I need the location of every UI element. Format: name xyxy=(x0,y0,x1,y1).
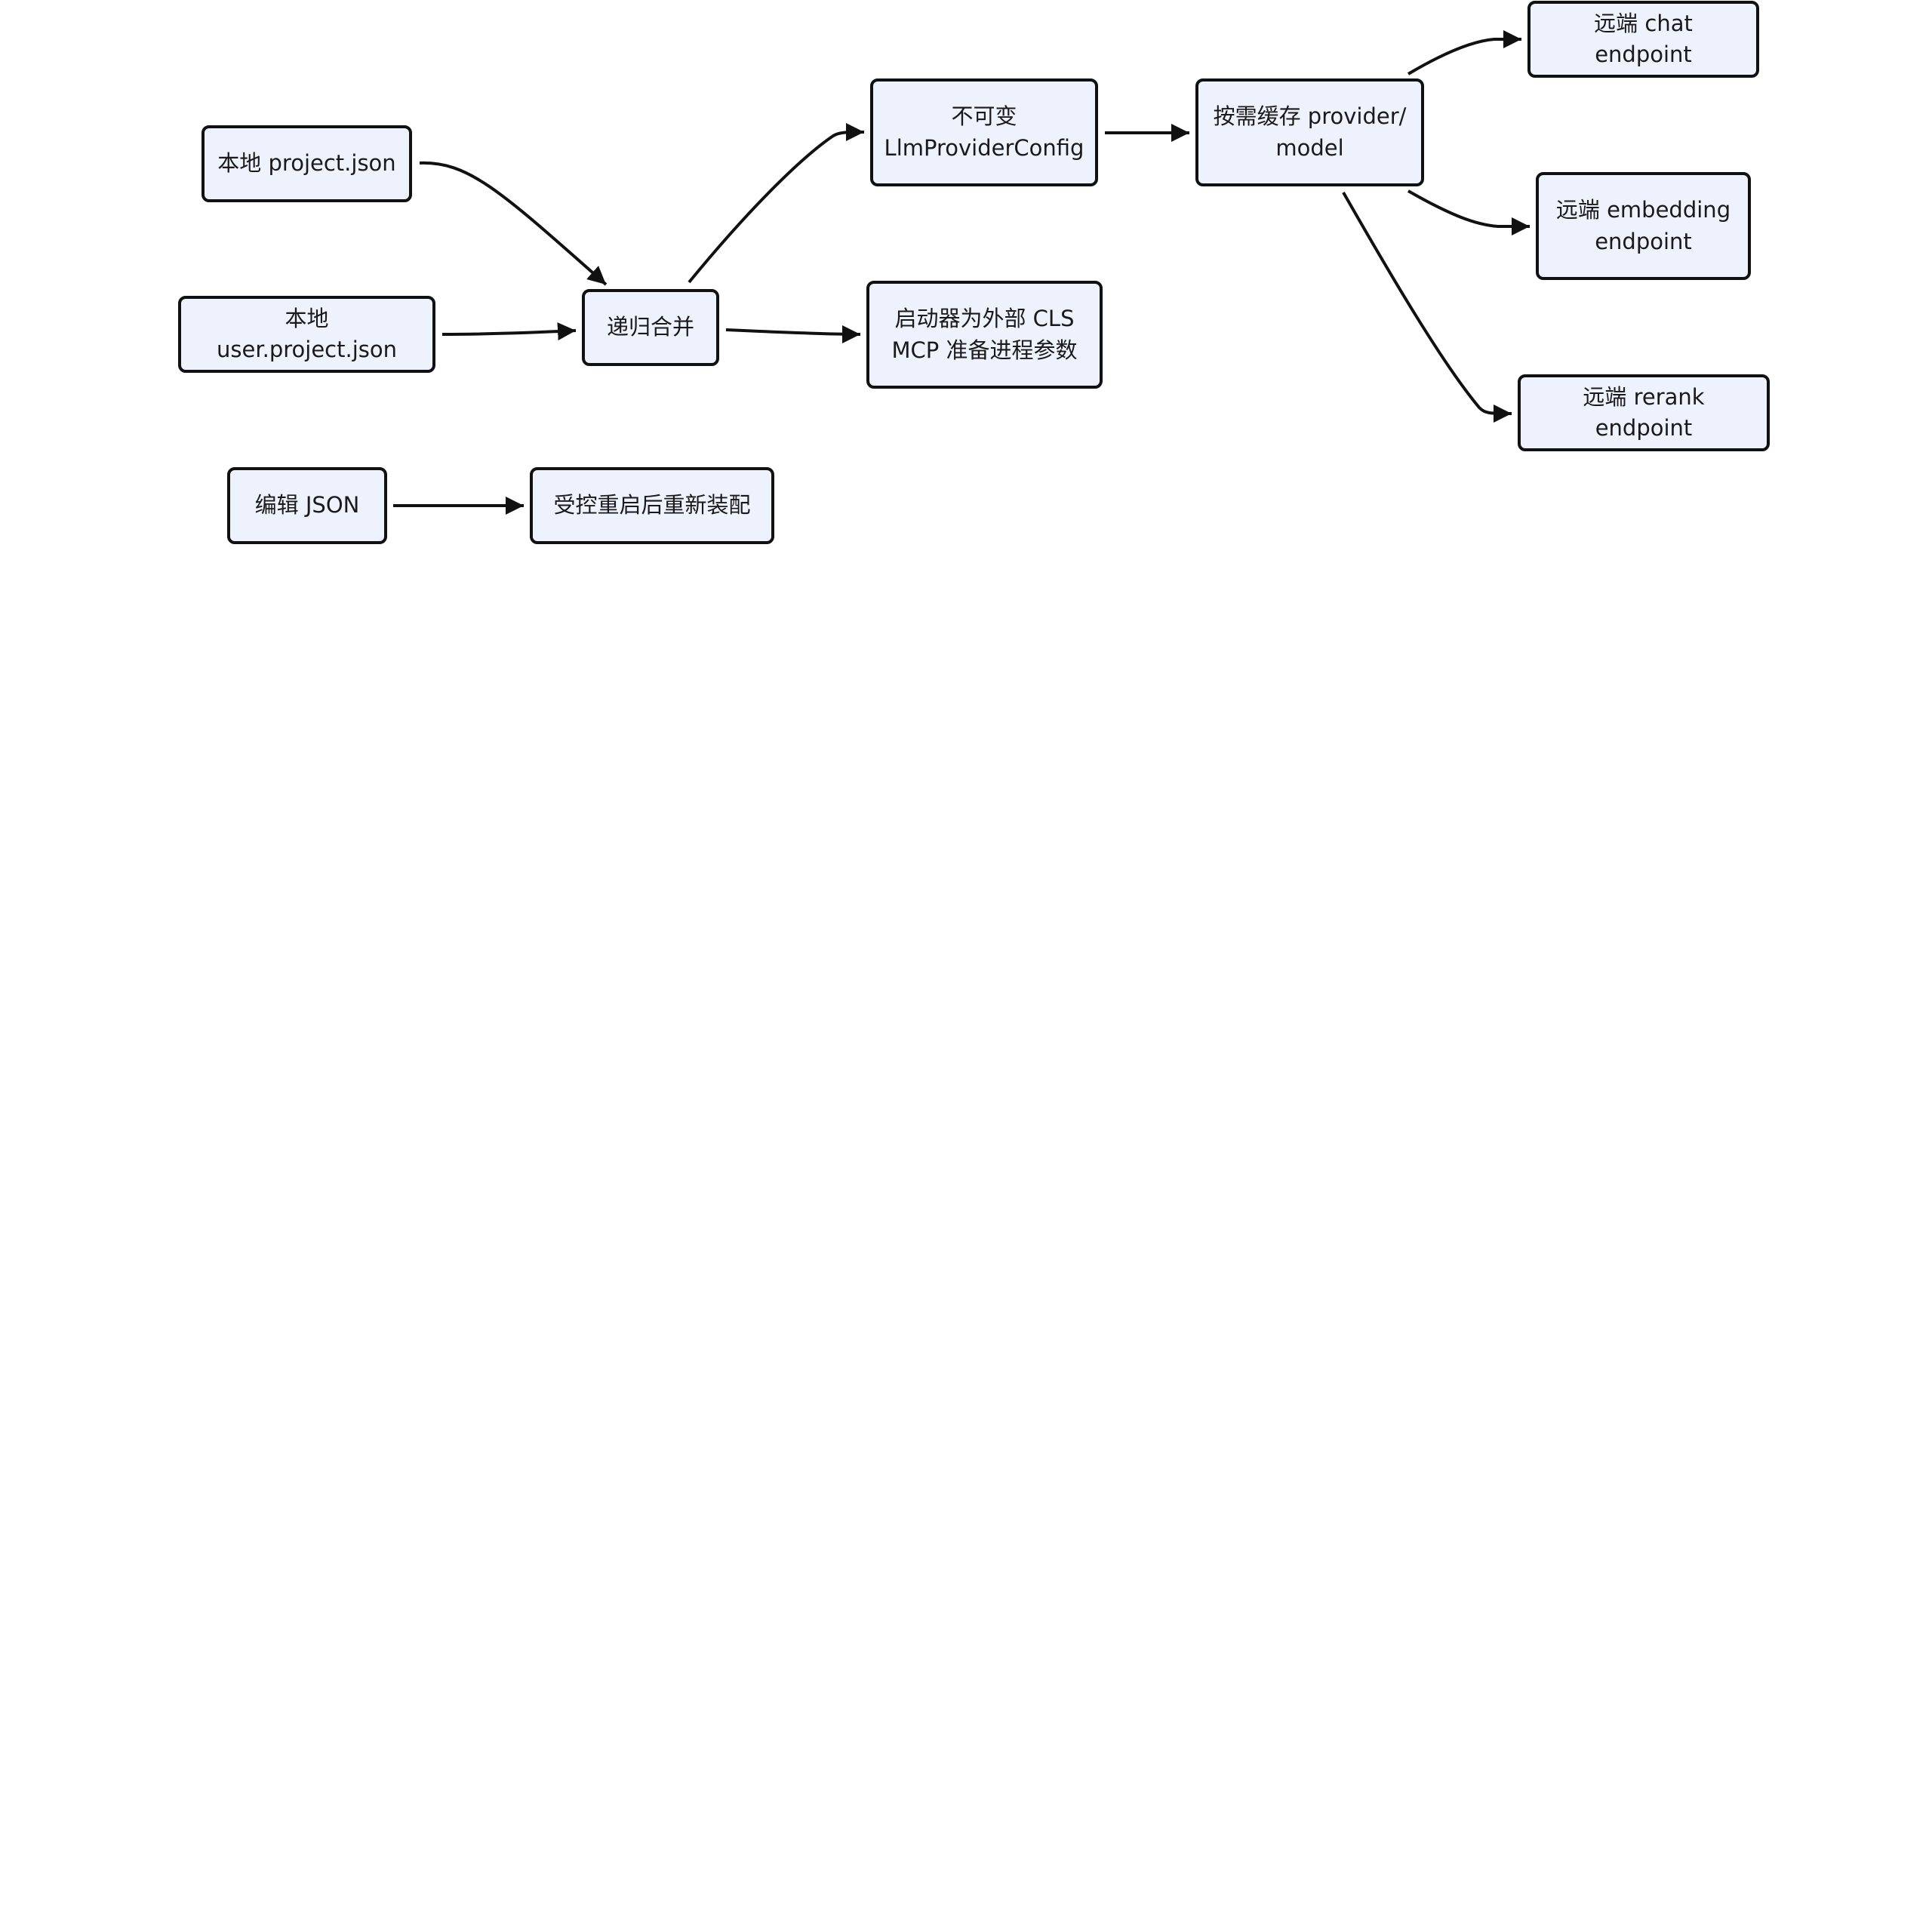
node-label-line: endpoint xyxy=(1595,228,1692,254)
node-immutable-llm-provider-config: 不可变 LlmProviderConfig xyxy=(870,78,1098,186)
edge-arrow-cache-provider-to-remote-chat xyxy=(1407,30,1521,75)
node-label-line: 本地 user.project.json xyxy=(217,305,397,362)
node-edit-json: 编辑 JSON xyxy=(227,467,387,544)
node-label-line: 远端 embedding xyxy=(1555,197,1731,223)
node-label-line: 远端 chat endpoint xyxy=(1594,10,1693,67)
edge-arrow-cache-provider-to-remote-embedding xyxy=(1407,189,1530,235)
node-label-line: model xyxy=(1275,134,1344,161)
node-remote-rerank-endpoint: 远端 rerank endpoint xyxy=(1518,374,1770,451)
node-recursive-merge: 递归合并 xyxy=(582,289,719,366)
node-local-user-project-json: 本地 user.project.json xyxy=(178,296,435,373)
node-label-line: MCP 准备进程参数 xyxy=(891,337,1078,363)
node-cache-provider-model: 按需缓存 provider/ model xyxy=(1195,78,1424,186)
node-label-line: 启动器为外部 CLS xyxy=(894,306,1075,332)
edge-arrow-recursive-merge-to-launcher-params xyxy=(725,325,861,343)
node-label-line: 受控重启后重新装配 xyxy=(553,492,751,518)
node-label-line: 本地 project.json xyxy=(217,150,396,177)
edge-arrow-recursive-merge-to-immutable-config xyxy=(688,123,865,284)
edge-arrow-local-user-project-to-recursive-merge xyxy=(441,322,577,341)
edge-arrow-cache-provider-to-remote-rerank xyxy=(1342,192,1512,423)
node-controlled-restart-reassemble: 受控重启后重新装配 xyxy=(530,467,774,544)
node-launcher-process-params: 启动器为外部 CLS MCP 准备进程参数 xyxy=(866,281,1103,389)
node-remote-chat-endpoint: 远端 chat endpoint xyxy=(1527,1,1759,78)
node-label-line: 按需缓存 provider/ xyxy=(1213,103,1407,130)
node-label-line: 远端 rerank endpoint xyxy=(1583,383,1705,441)
node-label-line: 递归合并 xyxy=(606,314,694,340)
node-label-line: 不可变 xyxy=(951,103,1017,130)
edge-arrow-local-project-to-recursive-merge xyxy=(419,161,608,286)
node-label-line: LlmProviderConfig xyxy=(884,134,1084,161)
node-remote-embedding-endpoint: 远端 embedding endpoint xyxy=(1536,172,1751,280)
node-label-line: 编辑 JSON xyxy=(254,492,360,518)
node-local-project-json: 本地 project.json xyxy=(202,125,412,202)
